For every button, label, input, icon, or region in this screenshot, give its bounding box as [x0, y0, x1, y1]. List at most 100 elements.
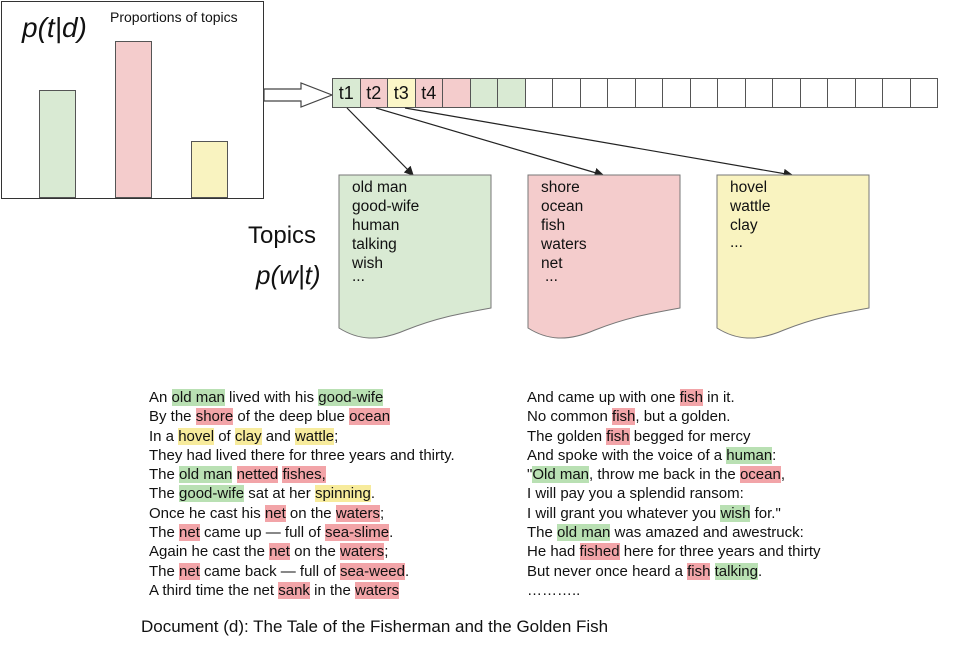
text-segment: ; — [384, 543, 389, 561]
topic-1-words: old man good-wife human talking wish ... — [352, 178, 419, 286]
topic-cell — [854, 78, 883, 108]
text-segment: begged for mercy — [629, 427, 751, 445]
arrow-t1 — [346, 107, 414, 176]
topic-cell — [442, 78, 471, 108]
document-line: The old man was amazed and awestruck: — [527, 523, 821, 542]
text-segment: came back — full of — [199, 562, 340, 580]
highlighted-word: good-wife — [179, 485, 245, 503]
arrow-t3 — [404, 107, 794, 179]
topic-cell — [469, 78, 498, 108]
text-segment: The golden — [527, 427, 607, 445]
proportion-bar-1 — [39, 90, 76, 198]
topic-cell: t2 — [359, 78, 388, 108]
highlighted-word: fishes, — [282, 466, 326, 484]
text-segment: came up — full of — [199, 524, 325, 542]
ptd-formula: p(t|d) — [22, 12, 87, 43]
topic-cell — [744, 78, 773, 108]
topic-card-3: hovel wattle clay ... — [716, 174, 870, 344]
proportion-bar-3 — [191, 141, 228, 198]
topic-cell — [882, 78, 911, 108]
highlighted-word: fish — [606, 427, 630, 445]
document-text-left: An old man lived with his good-wife By th… — [149, 388, 455, 600]
topic-word: net — [541, 255, 563, 272]
document-line: The good-wife sat at her spinning. — [149, 484, 455, 503]
document-line: I will pay you a splendid ransom: — [527, 484, 821, 503]
text-segment: lived with his — [224, 389, 319, 406]
text-segment: I will pay you a splendid ransom: — [527, 485, 744, 503]
topic-word: wish — [352, 255, 384, 272]
highlighted-word: old man — [179, 466, 233, 484]
topic-cell — [909, 78, 938, 108]
highlighted-word: net — [179, 524, 200, 542]
text-segment: sat at her — [244, 485, 315, 503]
topic-cell — [552, 78, 581, 108]
text-segment: And spoke with the voice of a — [527, 446, 727, 464]
document-line: "Old man, throw me back in the ocean, — [527, 465, 821, 484]
text-segment: in the — [309, 581, 355, 599]
text-segment: " — [527, 466, 533, 484]
topic-word: hovel — [730, 179, 768, 196]
topic-word: ... — [352, 268, 365, 285]
topics-label: Topics — [248, 222, 317, 249]
document-line: The golden fish begged for mercy — [527, 427, 821, 446]
text-segment: The — [527, 524, 558, 542]
text-segment: in it. — [702, 389, 735, 406]
document-line: ……….. — [527, 581, 821, 600]
topic-cell: t1 — [332, 78, 361, 108]
topic-word: fish — [541, 217, 566, 234]
topic-cell: t4 — [414, 78, 443, 108]
topic-word: shore — [541, 179, 580, 196]
text-segment: . — [389, 524, 394, 542]
text-segment: The — [149, 485, 180, 503]
document-line: And spoke with the voice of a human: — [527, 446, 821, 465]
text-segment: The — [149, 524, 180, 542]
text-segment: And came up with one — [527, 389, 680, 406]
text-segment: of the deep blue — [233, 408, 350, 426]
topic-cell — [689, 78, 718, 108]
text-segment: An — [149, 389, 172, 406]
document-line: The net came back — full of sea-weed. — [149, 562, 455, 581]
highlighted-word: old man — [171, 389, 225, 406]
highlighted-word: waters — [340, 543, 385, 561]
topic-cell — [579, 78, 608, 108]
topic-cell — [662, 78, 691, 108]
highlighted-word: clay — [234, 427, 262, 445]
highlighted-word: fished — [579, 543, 620, 561]
text-segment: , — [780, 466, 785, 484]
highlighted-word: netted — [236, 466, 279, 484]
highlighted-word: sea-slime — [324, 524, 390, 542]
highlighted-word: talking — [714, 562, 758, 580]
highlighted-word: net — [264, 504, 286, 522]
topic-word: waters — [541, 236, 587, 253]
text-segment: By the — [149, 408, 196, 426]
topic-cell — [827, 78, 856, 108]
highlighted-word: fish — [679, 389, 703, 406]
text-segment: , throw me back in the — [589, 466, 740, 484]
highlighted-word: sea-weed — [339, 562, 405, 580]
highlighted-word: ocean — [739, 466, 781, 484]
highlighted-word: hovel — [178, 427, 215, 445]
highlighted-word: net — [179, 562, 200, 580]
text-segment: was amazed and awestruck: — [610, 524, 804, 542]
topic-arrows — [346, 107, 794, 179]
text-segment — [232, 466, 236, 483]
topic-cell: t3 — [387, 78, 416, 108]
topic-cell — [524, 78, 553, 108]
document-line: But never once heard a fish talking. — [527, 562, 821, 581]
highlighted-word: old man — [557, 524, 611, 542]
topic-word: human — [352, 217, 400, 234]
topic-word: clay — [730, 217, 758, 234]
text-segment: But never once heard a — [527, 562, 688, 580]
text-segment: on the — [285, 504, 336, 522]
document-caption: Document (d): The Tale of the Fisherman … — [141, 617, 609, 636]
document-line: The net came up — full of sea-slime. — [149, 523, 455, 542]
text-segment: and — [261, 427, 295, 445]
text-segment: . — [370, 485, 375, 503]
topic-cell — [772, 78, 801, 108]
text-segment: here for three years and thirty — [619, 543, 821, 561]
document-line: By the shore of the deep blue ocean — [149, 407, 455, 426]
topic-word: ... — [730, 234, 743, 251]
proportions-title: Proportions of topics — [110, 9, 238, 25]
topic-word: ocean — [541, 198, 584, 215]
